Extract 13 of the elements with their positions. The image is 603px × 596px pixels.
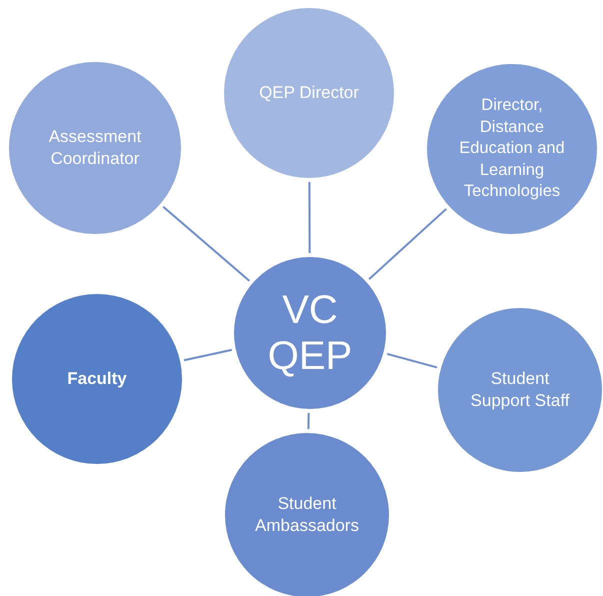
connector-line [368, 208, 447, 280]
node-label: VC QEP [266, 287, 354, 379]
node-label: Faculty [66, 368, 128, 390]
node-label: Student Support Staff [470, 368, 570, 412]
connector-line [307, 412, 310, 430]
connector-line [386, 352, 438, 368]
node-label: Student Ambassadors [254, 492, 360, 537]
connector-line [162, 206, 250, 282]
connector-line [308, 182, 311, 253]
node-label: Assessment Coordinator [48, 126, 142, 170]
node-label: Director, Distance Education and Learning Technologies [458, 95, 566, 202]
connector-line [184, 348, 232, 362]
node-label: QEP Director [258, 82, 360, 104]
